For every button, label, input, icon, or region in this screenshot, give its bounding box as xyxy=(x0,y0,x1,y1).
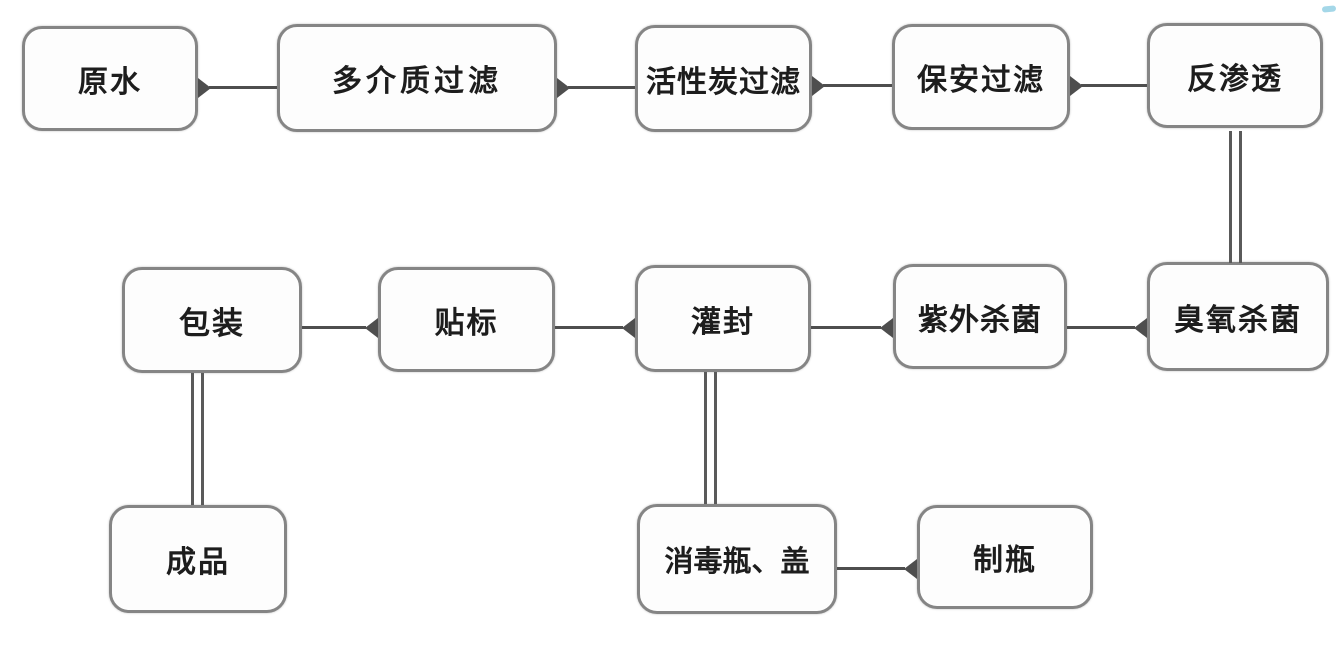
node-bottle-making: 制瓶 xyxy=(917,505,1093,609)
connector-raw-water-to-multimedia xyxy=(209,86,277,89)
connector-security-to-reverse-osmosis xyxy=(1081,84,1147,87)
node-finished-product: 成品 xyxy=(109,505,287,613)
node-label: 包装 xyxy=(179,305,245,341)
connector-filling-to-labeling xyxy=(555,326,623,329)
node-label: 成品 xyxy=(166,546,230,579)
connector-bottle-making-to-disinfection xyxy=(837,567,905,570)
node-raw-water: 原水 xyxy=(22,26,198,131)
node-label: 紫外杀菌 xyxy=(918,303,1042,337)
node-label: 消毒瓶、盖 xyxy=(664,546,810,578)
arrowhead-icon xyxy=(622,318,635,338)
node-label: 活性炭过滤 xyxy=(646,65,801,99)
connector-multimedia-to-carbon xyxy=(568,86,635,89)
connector-ozone-to-uv xyxy=(1067,326,1135,329)
node-security-filtration: 保安过滤 xyxy=(892,24,1070,130)
node-label: 多介质过滤 xyxy=(332,65,502,98)
node-label: 灌封 xyxy=(691,305,755,339)
arrowhead-icon xyxy=(1070,76,1083,96)
teal-corner-artifact xyxy=(1321,5,1337,13)
arrowhead-icon xyxy=(1134,318,1147,338)
node-multimedia-filtration: 多介质过滤 xyxy=(277,24,557,132)
node-label: 贴标 xyxy=(434,306,499,340)
node-bottle-cap-disinfection: 消毒瓶、盖 xyxy=(637,504,837,614)
connector-carbon-to-security xyxy=(823,84,892,87)
arrowhead-icon xyxy=(365,318,378,338)
node-activated-carbon-filtration: 活性炭过滤 xyxy=(635,25,812,132)
connector-packaging-to-finished-product xyxy=(191,373,204,505)
node-labeling: 贴标 xyxy=(378,267,555,372)
node-label: 反渗透 xyxy=(1187,62,1283,96)
node-label: 原水 xyxy=(78,65,142,99)
connector-filling-to-disinfection xyxy=(704,372,717,504)
arrowhead-icon xyxy=(812,76,825,96)
node-ozone-sterilization: 臭氧杀菌 xyxy=(1147,262,1329,371)
arrowhead-icon xyxy=(904,559,917,579)
node-label: 臭氧杀菌 xyxy=(1174,303,1302,337)
arrowhead-icon xyxy=(880,318,893,338)
node-label: 制瓶 xyxy=(973,544,1037,577)
node-packaging: 包装 xyxy=(122,267,302,373)
node-uv-sterilization: 紫外杀菌 xyxy=(893,264,1067,369)
arrowhead-icon xyxy=(557,78,570,98)
connector-uv-to-filling xyxy=(811,326,881,329)
connector-reverse-osmosis-to-ozone xyxy=(1229,131,1242,263)
node-filling-sealing: 灌封 xyxy=(635,265,811,372)
node-reverse-osmosis: 反渗透 xyxy=(1147,23,1323,128)
arrowhead-icon xyxy=(198,78,211,98)
node-label: 保安过滤 xyxy=(917,64,1045,97)
connector-labeling-to-packaging xyxy=(302,326,366,329)
